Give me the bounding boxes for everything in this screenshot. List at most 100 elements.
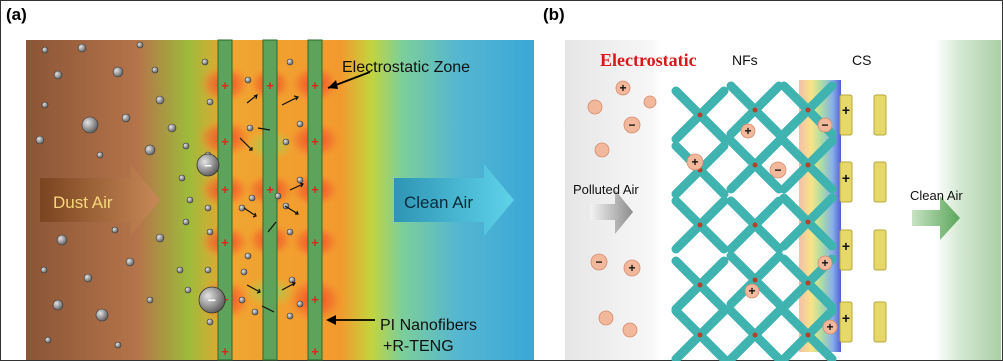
nfs-label: NFs bbox=[732, 52, 758, 68]
charged-particle bbox=[623, 259, 641, 277]
fiber-junction bbox=[697, 112, 703, 118]
cs-flake bbox=[839, 301, 853, 343]
trajectory-arrows bbox=[239, 94, 304, 313]
dust-particle bbox=[111, 226, 119, 234]
x-fiber bbox=[671, 306, 729, 361]
clean-air-label-a: Clean Air bbox=[404, 193, 473, 212]
fiber-junction bbox=[752, 162, 758, 168]
x-fiber bbox=[671, 141, 729, 199]
flake-plus: + bbox=[842, 170, 850, 186]
charged-particle bbox=[686, 153, 704, 171]
x-fiber bbox=[671, 86, 729, 144]
particle-charge: + bbox=[826, 320, 833, 334]
plus-charge: + bbox=[221, 344, 229, 359]
particle-charge: + bbox=[821, 256, 828, 270]
minus-charge: − bbox=[204, 158, 212, 173]
dust-particle bbox=[146, 296, 154, 304]
charged-particle bbox=[740, 123, 756, 139]
dust-particle bbox=[112, 66, 124, 78]
fiber-junction bbox=[697, 282, 703, 288]
dust-particle bbox=[77, 43, 87, 53]
polluted-air-arrow bbox=[590, 190, 633, 234]
dust-particle bbox=[52, 299, 64, 311]
dust-air-arrow bbox=[40, 164, 160, 236]
charged-particle bbox=[598, 310, 614, 326]
dust-particle bbox=[296, 120, 304, 128]
charged-particle bbox=[622, 322, 638, 338]
dust-particle bbox=[81, 116, 99, 134]
plus-charge: + bbox=[311, 292, 319, 307]
particle-charge: − bbox=[595, 255, 602, 269]
dust-particle bbox=[176, 266, 184, 274]
plus-charge: + bbox=[311, 78, 319, 93]
dust-particle bbox=[56, 234, 68, 246]
dust-particle bbox=[136, 41, 144, 49]
cs-label: CS bbox=[852, 52, 871, 68]
charged-particle bbox=[643, 95, 657, 109]
charged-particle bbox=[615, 80, 631, 96]
particle-charge: + bbox=[744, 124, 751, 138]
clean-air-arrow-a bbox=[394, 164, 514, 236]
charged-particle bbox=[623, 116, 641, 134]
dust-particle bbox=[121, 113, 131, 123]
x-fiber bbox=[779, 136, 837, 194]
x-fiber bbox=[726, 81, 784, 139]
plus-charge: + bbox=[311, 344, 319, 359]
dust-particle bbox=[296, 300, 304, 308]
dust-particle bbox=[83, 273, 93, 283]
dust-particle bbox=[201, 58, 209, 66]
x-fiber bbox=[671, 256, 729, 314]
charged-dust-particle bbox=[198, 286, 226, 314]
dust-particle bbox=[204, 204, 212, 212]
fiber-junction bbox=[805, 280, 811, 286]
charged-particle bbox=[769, 161, 787, 179]
dust-air-label: Dust Air bbox=[53, 193, 113, 212]
dust-particle bbox=[125, 257, 135, 267]
charged-particle bbox=[744, 283, 760, 299]
clean-air-label-b: Clean Air bbox=[910, 188, 963, 203]
dust-particle bbox=[288, 276, 296, 284]
particle-charge: + bbox=[748, 284, 755, 298]
fiber-junction bbox=[752, 332, 758, 338]
x-fiber bbox=[779, 306, 837, 361]
x-fiber bbox=[671, 196, 729, 254]
dust-particle bbox=[155, 233, 165, 243]
plus-charge: + bbox=[266, 182, 274, 197]
plus-charge: + bbox=[266, 78, 274, 93]
fiber-junction bbox=[697, 222, 703, 228]
fiber-junction bbox=[752, 222, 758, 228]
clean-air-arrow-b bbox=[912, 196, 960, 240]
dust-particle bbox=[144, 144, 156, 156]
plus-charge: + bbox=[221, 182, 229, 197]
electrostatic-zone-label: Electrostatic Zone bbox=[342, 59, 470, 76]
fiber-label-line1: PI Nanofibers bbox=[380, 317, 477, 334]
dust-particle bbox=[96, 151, 104, 159]
fiber-charges: ++++++++++++++ bbox=[221, 78, 319, 359]
panel-a: ++++++++++++++ −− Dust Air Clean Air Ele… bbox=[26, 39, 534, 361]
dust-particle bbox=[244, 76, 252, 84]
particle-charge: + bbox=[691, 155, 698, 169]
dust-particle bbox=[238, 296, 246, 304]
cs-flake bbox=[839, 161, 853, 203]
dust-particle bbox=[206, 318, 214, 326]
dust-particle bbox=[240, 268, 248, 276]
dust-particle bbox=[186, 196, 194, 204]
cs-flake bbox=[873, 94, 887, 136]
dust-particle bbox=[286, 312, 294, 320]
dust-particle bbox=[246, 124, 254, 132]
dust-particle bbox=[206, 228, 214, 236]
dust-particle bbox=[204, 266, 212, 274]
plus-charge: + bbox=[221, 235, 229, 250]
charged-particle bbox=[817, 117, 833, 133]
dust-particle bbox=[167, 123, 177, 133]
dust-particle bbox=[155, 95, 165, 105]
dust-particle bbox=[244, 252, 252, 260]
dust-particle bbox=[182, 218, 190, 226]
dust-particle bbox=[251, 308, 259, 316]
dust-particle bbox=[182, 142, 190, 150]
fiber-label-line2: +R-TENG bbox=[383, 338, 454, 355]
dust-particle bbox=[151, 66, 159, 74]
charged-dust-particle bbox=[196, 153, 220, 177]
dust-particle bbox=[274, 192, 282, 200]
dust-particle bbox=[184, 286, 192, 294]
